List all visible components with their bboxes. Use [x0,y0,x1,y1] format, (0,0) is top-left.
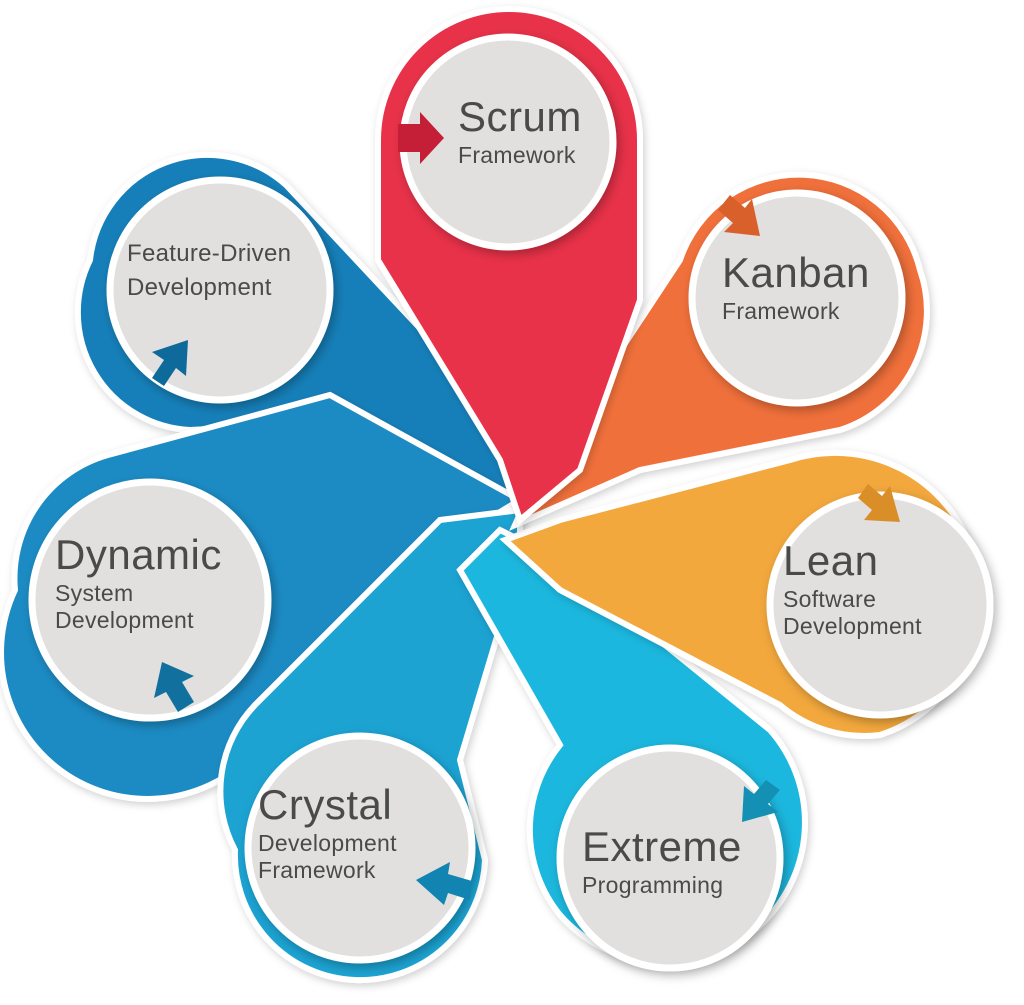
label-dynamic: Dynamic System Development [55,530,222,634]
disc-fdd [106,176,334,404]
arrow-icon-scrum [398,112,444,164]
arrow-icon-kanban [718,195,760,236]
label-fdd: Feature-Driven Development [127,240,291,303]
dynamic-title: Dynamic [55,531,222,578]
dynamic-line2: System [55,579,134,606]
scrum-title: Scrum [458,93,582,140]
arrow-icon-fdd [152,340,188,386]
scrum-subtitle: Framework [458,141,576,168]
arrow-icon-lean [858,484,900,522]
label-kanban: Kanban Framework [722,248,870,325]
dynamic-line3: Development [55,606,194,633]
label-lean: Lean Software Development [783,536,922,640]
disc-dynamic [28,478,272,722]
fdd-line1: Feature-Driven [127,240,292,267]
crystal-line2: Development [258,829,397,856]
fdd-line2: Development [127,274,272,302]
disc-scrum [398,33,617,251]
arrow-icon-crystal [416,862,472,905]
extreme-title: Extreme [582,823,742,870]
lean-line3: Development [783,612,922,639]
kanban-title: Kanban [722,249,870,296]
lean-title: Lean [783,537,879,584]
arrow-icon-extreme [742,780,780,822]
extreme-subtitle: Programming [582,871,724,898]
arrow-icon-dynamic [154,662,194,712]
crystal-line3: Framework [258,856,376,883]
disc-kanban [688,189,906,407]
lean-line2: Software [783,585,877,612]
disc-lean [766,484,994,719]
kanban-subtitle: Framework [722,297,840,324]
label-scrum: Scrum Framework [458,92,582,169]
disc-crystal [244,732,476,964]
label-crystal: Crystal Development Framework [258,780,397,884]
disc-extreme [556,744,784,972]
crystal-title: Crystal [258,781,393,828]
label-extreme: Extreme Programming [582,822,742,899]
